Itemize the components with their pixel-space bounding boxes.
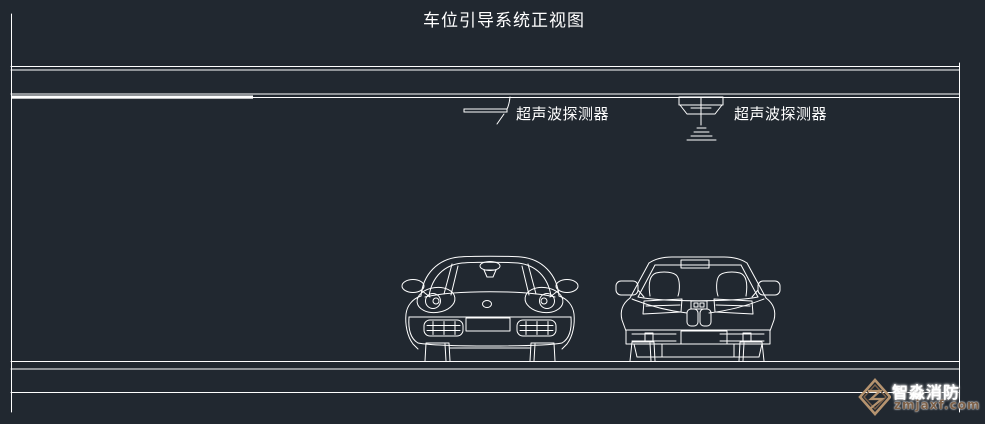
coupe-car-front-drawing [615,256,781,362]
sports-car-front-drawing [401,255,579,362]
watermark: 智淼消防 zmjaxf.com [858,378,983,420]
drawing-title: 车位引导系统正视图 [423,11,585,31]
watermark-logo-icon [858,378,891,416]
ceiling-lines [10,66,960,99]
ultrasonic-detector-side-icon [463,96,511,125]
ultrasonic-detector-front-icon [678,96,724,141]
detector-label-right: 超声波探测器 [734,105,828,123]
watermark-brand-text: 智淼消防 [892,383,961,402]
floor-lines [10,361,960,393]
watermark-domain-text: zmjaxf.com [894,398,981,412]
detector-label-left: 超声波探测器 [516,105,610,123]
frame-borders [11,13,960,413]
ceiling-thick-segment [11,95,253,99]
